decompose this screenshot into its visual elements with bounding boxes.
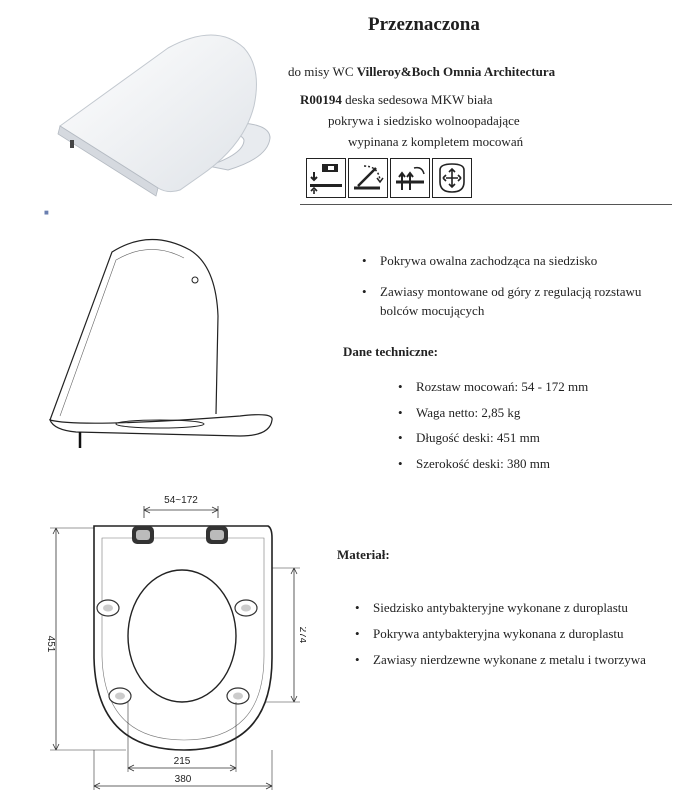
compat-model: Architectura bbox=[481, 64, 556, 79]
top-mount-icon bbox=[306, 158, 346, 198]
feature-icons bbox=[306, 158, 472, 198]
compat-brand: Villeroy&Boch Omnia bbox=[356, 64, 482, 79]
dim-length-label: 451 bbox=[45, 636, 56, 653]
product-photo bbox=[57, 34, 271, 197]
tech-heading: Dane techniczne: bbox=[343, 344, 438, 359]
product-code: R00194 bbox=[300, 92, 342, 107]
list-item: Rozstaw mocowań: 54 - 172 mm bbox=[396, 377, 666, 396]
soft-close-icon bbox=[348, 158, 388, 198]
dim-opening-label: 274 bbox=[297, 627, 306, 644]
list-item: Szerokość deski: 380 mm bbox=[396, 454, 666, 473]
list-item: Długość deski: 451 mm bbox=[396, 428, 666, 447]
dim-inner-label: 215 bbox=[174, 756, 191, 767]
list-item: Zawiasy nierdzewne wykonane z metalu i t… bbox=[353, 649, 673, 671]
product-desc-line3: wypinana z kompletem mocowań bbox=[348, 134, 524, 149]
compat-prefix: do misy WC bbox=[288, 64, 357, 79]
product-desc-line2: pokrywa i siedzisko wolnoopadające bbox=[328, 113, 520, 128]
product-code-line: R00194 deska sedesowa MKW biała bbox=[300, 92, 493, 108]
side-view-drawing bbox=[48, 238, 273, 448]
material-list: Siedzisko antybakteryjne wykonane z duro… bbox=[353, 597, 673, 675]
marker-dot: ■ bbox=[44, 208, 49, 217]
quick-release-icon bbox=[390, 158, 430, 198]
product-desc: deska sedesowa MKW biała bbox=[341, 92, 493, 107]
list-item: Pokrywa antybakteryjna wykonana z duropl… bbox=[353, 623, 673, 645]
list-item: Pokrywa owalna zachodząca na siedzisko bbox=[360, 251, 670, 270]
list-item: Zawiasy montowane od góry z regulacją ro… bbox=[360, 282, 670, 320]
header-divider bbox=[300, 204, 672, 205]
adjustable-hinge-icon bbox=[432, 158, 472, 198]
bowl-compat-line: do misy WC Villeroy&Boch Omnia Architect… bbox=[288, 64, 555, 80]
list-item: Waga netto: 2,85 kg bbox=[396, 403, 666, 422]
page-title: Przeznaczona bbox=[368, 14, 480, 35]
feature-list: Pokrywa owalna zachodząca na siedzisko Z… bbox=[360, 251, 670, 332]
material-heading: Materiał: bbox=[337, 547, 390, 562]
dim-width-label: 380 bbox=[175, 774, 192, 785]
tech-list: Rozstaw mocowań: 54 - 172 mm Waga netto:… bbox=[396, 377, 666, 479]
dim-spacing-label: 54~172 bbox=[164, 495, 198, 506]
list-item: Siedzisko antybakteryjne wykonane z duro… bbox=[353, 597, 673, 619]
top-view-drawing: 54~172 451 274 215 380 bbox=[45, 495, 306, 790]
